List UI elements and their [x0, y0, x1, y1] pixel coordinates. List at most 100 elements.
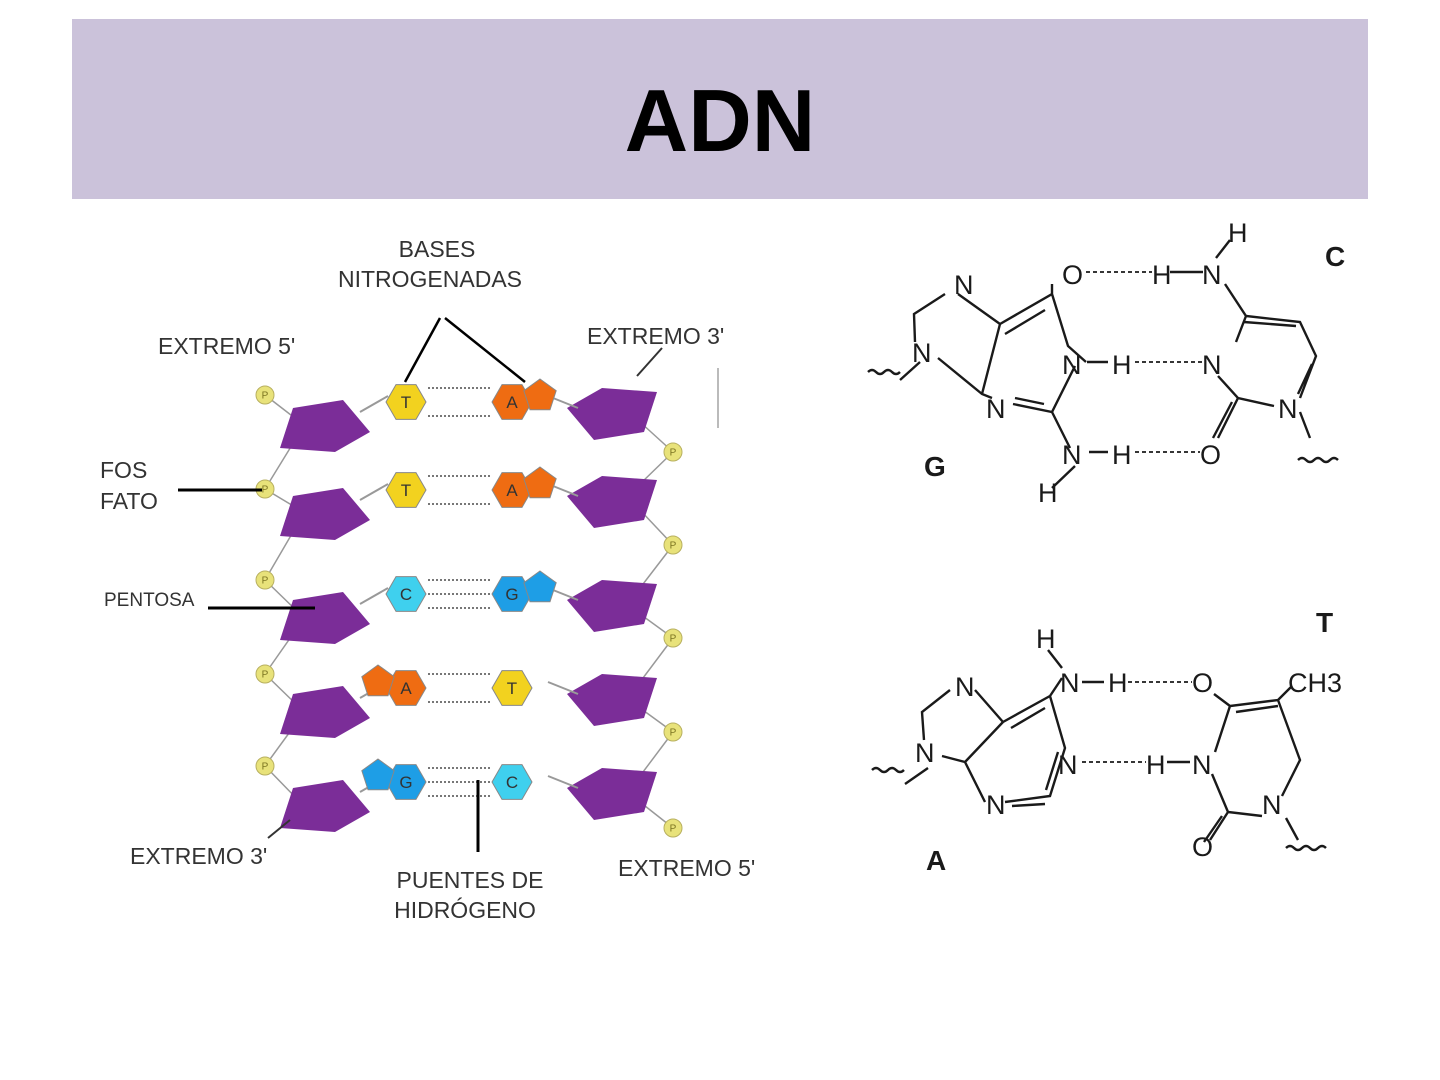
svg-text:H: H — [1146, 750, 1166, 780]
label-extremo-3-bottom: EXTREMO 3' — [130, 843, 267, 869]
purine-base — [491, 576, 533, 612]
svg-text:O: O — [1192, 668, 1213, 698]
svg-text:O: O — [1200, 440, 1221, 470]
purine-ring — [361, 664, 395, 697]
phosphate-label: P — [670, 728, 677, 739]
phosphate-group — [255, 664, 275, 684]
glycosidic-bond — [547, 775, 579, 789]
svg-text:N: N — [1202, 260, 1222, 290]
pentose-right — [567, 388, 657, 440]
cytosine-ring-bonds — [1170, 239, 1318, 439]
svg-text:H: H — [1152, 260, 1172, 290]
pentose-right — [567, 476, 657, 528]
svg-text:N: N — [1062, 350, 1082, 380]
base-letter: T — [507, 679, 517, 698]
base-letter: A — [506, 481, 518, 500]
purine-ring — [523, 378, 557, 411]
pentose-right — [567, 674, 657, 726]
base-letter: T — [401, 481, 411, 500]
guanine-ring-bonds — [912, 284, 1087, 449]
svg-text:N: N — [1278, 394, 1298, 424]
phosphate-group — [255, 570, 275, 590]
svg-text:H: H — [1228, 218, 1248, 248]
base-letter: A — [400, 679, 412, 698]
glycosidic-bond — [359, 483, 389, 501]
label-extremo-5-bottom: EXTREMO 5' — [618, 855, 755, 881]
label-base-t: T — [1316, 607, 1333, 638]
phosphate-group — [663, 818, 683, 838]
svg-text:H: H — [1038, 478, 1058, 508]
svg-text:H: H — [1112, 440, 1132, 470]
label-bases-line2: NITROGENADAS — [338, 266, 522, 292]
gc-pair-structure: O H N H N N N H N N N N H O H G C — [867, 218, 1345, 508]
strand-labels: BASES NITROGENADAS EXTREMO 5' EXTREMO 3'… — [100, 236, 755, 923]
pyrimidine-base — [385, 576, 427, 612]
phosphate-label: P — [262, 391, 269, 402]
glycosidic-bond — [547, 681, 579, 695]
purine-ring — [523, 466, 557, 499]
svg-text:N: N — [986, 790, 1006, 820]
guanine-side-bonds — [899, 360, 1108, 489]
pyrimidine-base — [385, 384, 427, 420]
glycosidic-bond — [359, 587, 389, 605]
purine-ring — [361, 758, 395, 791]
thymine-ring-bonds — [1167, 685, 1302, 843]
label-puentes-line2: HIDRÓGENO — [394, 897, 536, 923]
svg-text:H: H — [1108, 668, 1128, 698]
svg-text:N: N — [1192, 750, 1212, 780]
phosphate-label: P — [262, 485, 269, 496]
methyl-group-label: CH3 — [1288, 668, 1342, 698]
base-letter: G — [505, 585, 518, 604]
phosphate-group — [663, 628, 683, 648]
base-pair-rung: P P T A — [255, 466, 683, 555]
title-bar: ADN — [72, 19, 1368, 199]
base-pair-rung: P P A T — [255, 664, 683, 742]
svg-text:N: N — [1262, 790, 1282, 820]
svg-text:N: N — [1202, 350, 1222, 380]
phosphate-label: P — [670, 824, 677, 835]
pyrimidine-base — [385, 472, 427, 508]
label-puentes-line1: PUENTES DE — [397, 867, 544, 893]
gc-wavy-bonds — [867, 368, 1339, 464]
at-pair-structure: H N H O CH3 N N N H N N N O A T — [871, 607, 1342, 876]
phosphate-group — [663, 722, 683, 742]
pentose-left — [280, 686, 370, 738]
phosphate-label: P — [670, 634, 677, 645]
pentose-right — [567, 580, 657, 632]
adenine-ring-bonds — [904, 677, 1067, 808]
phosphate-group — [663, 535, 683, 555]
label-base-a: A — [926, 845, 946, 876]
phosphate-group — [663, 442, 683, 462]
pentose-left — [280, 488, 370, 540]
phosphate-group — [255, 385, 275, 405]
svg-text:O: O — [1192, 832, 1213, 862]
phosphate-label: P — [670, 541, 677, 552]
phosphate-label: P — [670, 448, 677, 459]
label-pentosa: PENTOSA — [104, 590, 195, 611]
svg-text:N: N — [1060, 668, 1080, 698]
label-extremo-3-top: EXTREMO 3' — [587, 323, 724, 349]
base-letter: C — [506, 773, 518, 792]
pentose-left — [280, 780, 370, 832]
purine-base — [491, 472, 533, 508]
adenine-amine-bonds — [1047, 649, 1104, 684]
label-fosfato-line2: FATO — [100, 488, 158, 514]
label-fosfato-line1: FOS — [100, 457, 147, 483]
pentose-left — [280, 592, 370, 644]
base-letter: C — [400, 585, 412, 604]
pyrimidine-base — [491, 670, 533, 706]
svg-text:N: N — [1062, 440, 1082, 470]
pentose-right — [567, 768, 657, 820]
svg-text:H: H — [1036, 624, 1056, 654]
pentose-left — [280, 400, 370, 452]
phosphate-label: P — [262, 670, 269, 681]
callout-lines — [178, 317, 719, 852]
pyrimidine-base — [491, 764, 533, 800]
base-letter: G — [399, 773, 412, 792]
